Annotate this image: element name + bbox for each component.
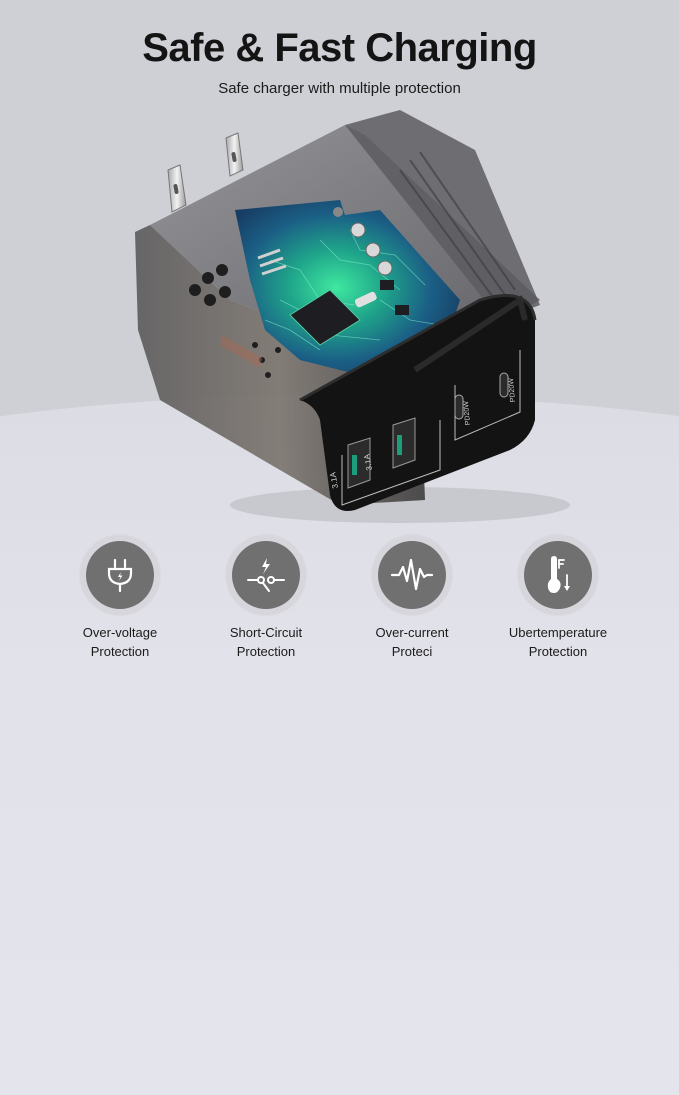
usb-c-port [499,372,509,398]
svg-text:PD20W: PD20W [463,400,472,425]
feature-label: Ubertemperature Protection [508,625,608,659]
page-subtitle: Safe charger with multiple protection [218,80,461,97]
thermometer-icon [547,556,570,593]
usb-a-port [347,437,371,489]
feature-label: Short-Circuit Protection [229,625,303,659]
charger-product-image: 3.1A 3.1A PD20W PD20W [135,110,570,523]
feature-short-circuit: Short-Circuit Protection [191,535,341,661]
svg-text:3.1A: 3.1A [362,453,374,471]
waveform-icon [390,558,434,591]
svg-text:PD20W: PD20W [508,377,517,402]
svg-text:3.1A: 3.1A [328,471,340,489]
short-circuit-icon [247,558,285,592]
feature-list: Over-voltage Protection Short-C [0,535,679,665]
page-title: Safe & Fast Charging [142,26,537,70]
feature-label: Over-voltage Protection [82,625,158,659]
usb-c-port [454,394,464,420]
feature-label: Over-current Proteci [375,625,449,659]
feature-overtemperature: Ubertemperature Protection [483,535,633,661]
feature-over-voltage: Over-voltage Protection [45,535,195,661]
feature-over-current: Over-current Proteci [337,535,487,661]
usb-a-port [392,417,416,469]
plug-prongs [167,132,244,213]
plug-icon [107,558,133,593]
